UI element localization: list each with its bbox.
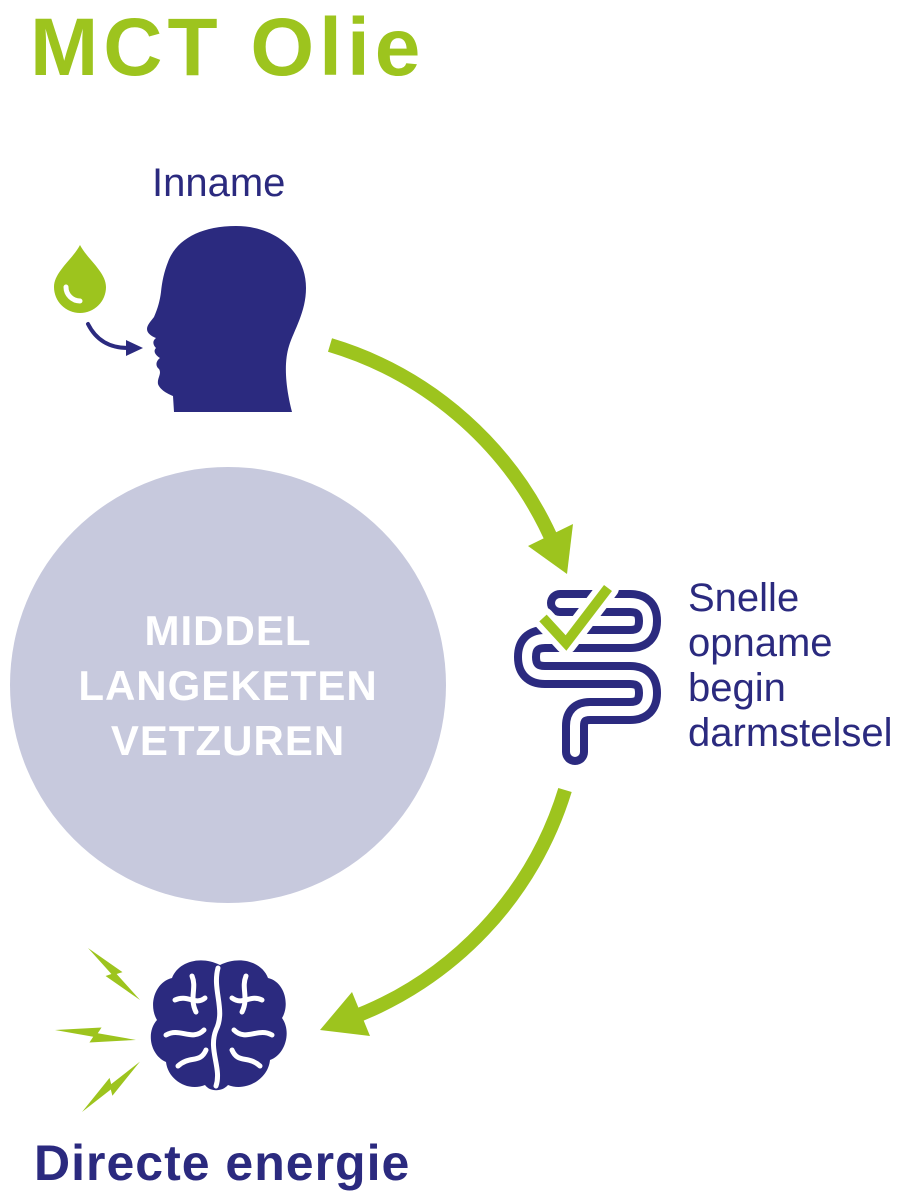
lightning-bolt-top <box>88 948 141 1001</box>
brain-fold <box>175 1047 209 1069</box>
brain-icon <box>150 960 287 1091</box>
head-profile-icon <box>147 226 306 412</box>
flow-arrow-1-shaft <box>327 338 562 550</box>
fatty-acid-label-line: MIDDEL <box>144 607 312 654</box>
checkmark-stroke <box>539 584 612 651</box>
fatty-acid-label-line: LANGEKETEN <box>78 662 378 709</box>
intestine-icon <box>514 590 661 765</box>
lightning-icon <box>55 948 141 1112</box>
flow-arrow-1-head <box>528 524 573 574</box>
checkmark-icon <box>532 577 619 654</box>
energy-label: Directe energie <box>34 1135 411 1191</box>
absorption-label-line: begin <box>688 666 786 710</box>
absorption-label-line: Snelle <box>688 576 800 620</box>
intestine-inner <box>522 598 653 757</box>
arrow-right-head <box>126 340 143 356</box>
lightning-bolt-middle <box>55 1027 136 1043</box>
brain-fold <box>189 973 199 1015</box>
brain-fold <box>172 995 208 1004</box>
arrow-right-shaft <box>86 322 130 350</box>
absorption-label-line: opname <box>688 621 833 665</box>
flow-arrow-2-head <box>320 992 370 1036</box>
flow-arrow-2-shaft <box>346 787 572 1026</box>
absorption-label: Snelle opname begin darmstelsel <box>688 576 893 756</box>
intake-label: Inname <box>152 161 286 205</box>
brain-fold <box>239 973 249 1015</box>
brain-fold <box>231 1027 275 1038</box>
brain-fold <box>229 1047 263 1069</box>
fatty-acid-label-line: VETZUREN <box>110 717 346 764</box>
oil-drop-highlight <box>63 284 83 304</box>
brain-folds <box>163 965 275 1089</box>
brain-midline <box>210 965 223 1089</box>
page-title: MCT Olie <box>30 2 426 93</box>
fatty-acid-circle <box>10 467 446 903</box>
curved-arrow-icon <box>327 338 573 574</box>
arrow-right-icon <box>86 322 143 356</box>
absorption-label-line: darmstelsel <box>688 711 893 755</box>
fatty-acid-label: MIDDEL LANGEKETEN VETZUREN <box>10 603 446 768</box>
brain-fold <box>163 1027 207 1038</box>
curved-arrow-icon <box>320 787 572 1036</box>
lightning-bolt-bottom <box>82 1061 140 1112</box>
oil-drop-icon <box>54 245 106 313</box>
